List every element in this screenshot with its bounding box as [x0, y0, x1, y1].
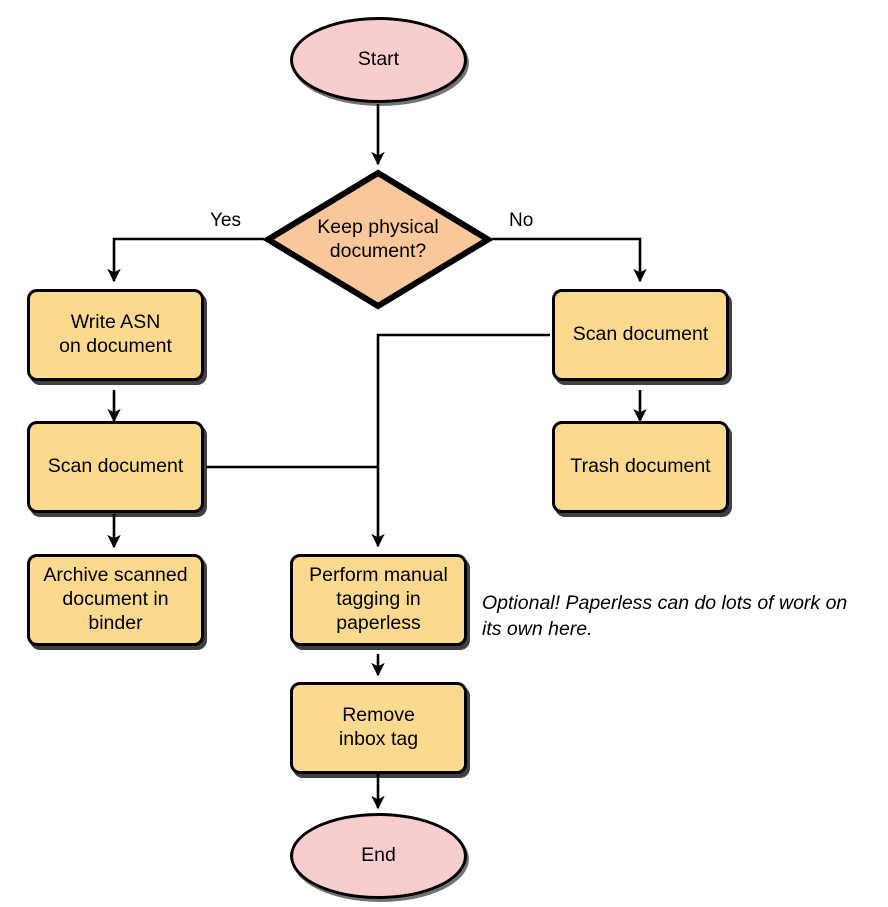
edge-label-no: No: [509, 210, 534, 231]
node-perform-manual-tagging[interactable]: Perform manual tagging in paperless: [290, 554, 467, 646]
node-scan-document-right[interactable]: Scan document: [552, 289, 729, 381]
node-scan-document-right-label: Scan document: [572, 323, 709, 345]
annotation-optional-note: Optional! Paperless can do lots of work …: [482, 592, 848, 641]
node-trash-document-label: Trash document: [570, 455, 711, 477]
edge-decision-no-to-scan-right: [492, 237, 647, 283]
edge-label-yes: Yes: [210, 210, 241, 231]
node-remove-inbox-tag-label: Remove inbox tag: [338, 704, 419, 750]
node-archive-scanned-document-label: Archive scanned document in binder: [43, 564, 188, 634]
edge-decision-yes-to-write-asn: [107, 237, 264, 283]
node-end-label: End: [361, 844, 396, 866]
diamond-shape: [263, 169, 493, 310]
node-decision-keep-physical-document[interactable]: Keep physical document?: [263, 168, 493, 311]
node-start-label: Start: [357, 48, 400, 70]
node-archive-scanned-document[interactable]: Archive scanned document in binder: [27, 554, 204, 646]
node-write-asn[interactable]: Write ASN on document: [27, 289, 204, 381]
node-scan-document-left[interactable]: Scan document: [27, 421, 204, 513]
node-scan-document-left-label: Scan document: [47, 455, 184, 477]
node-start[interactable]: Start: [290, 17, 467, 103]
node-perform-manual-tagging-label: Perform manual tagging in paperless: [309, 564, 448, 634]
node-remove-inbox-tag[interactable]: Remove inbox tag: [290, 682, 467, 774]
edge-scan-right-to-manual-tagging: [371, 333, 550, 548]
node-end[interactable]: End: [290, 813, 467, 899]
node-decision-label: Keep physical document?: [317, 215, 439, 262]
node-trash-document[interactable]: Trash document: [552, 421, 729, 513]
node-write-asn-label: Write ASN on document: [59, 311, 172, 357]
